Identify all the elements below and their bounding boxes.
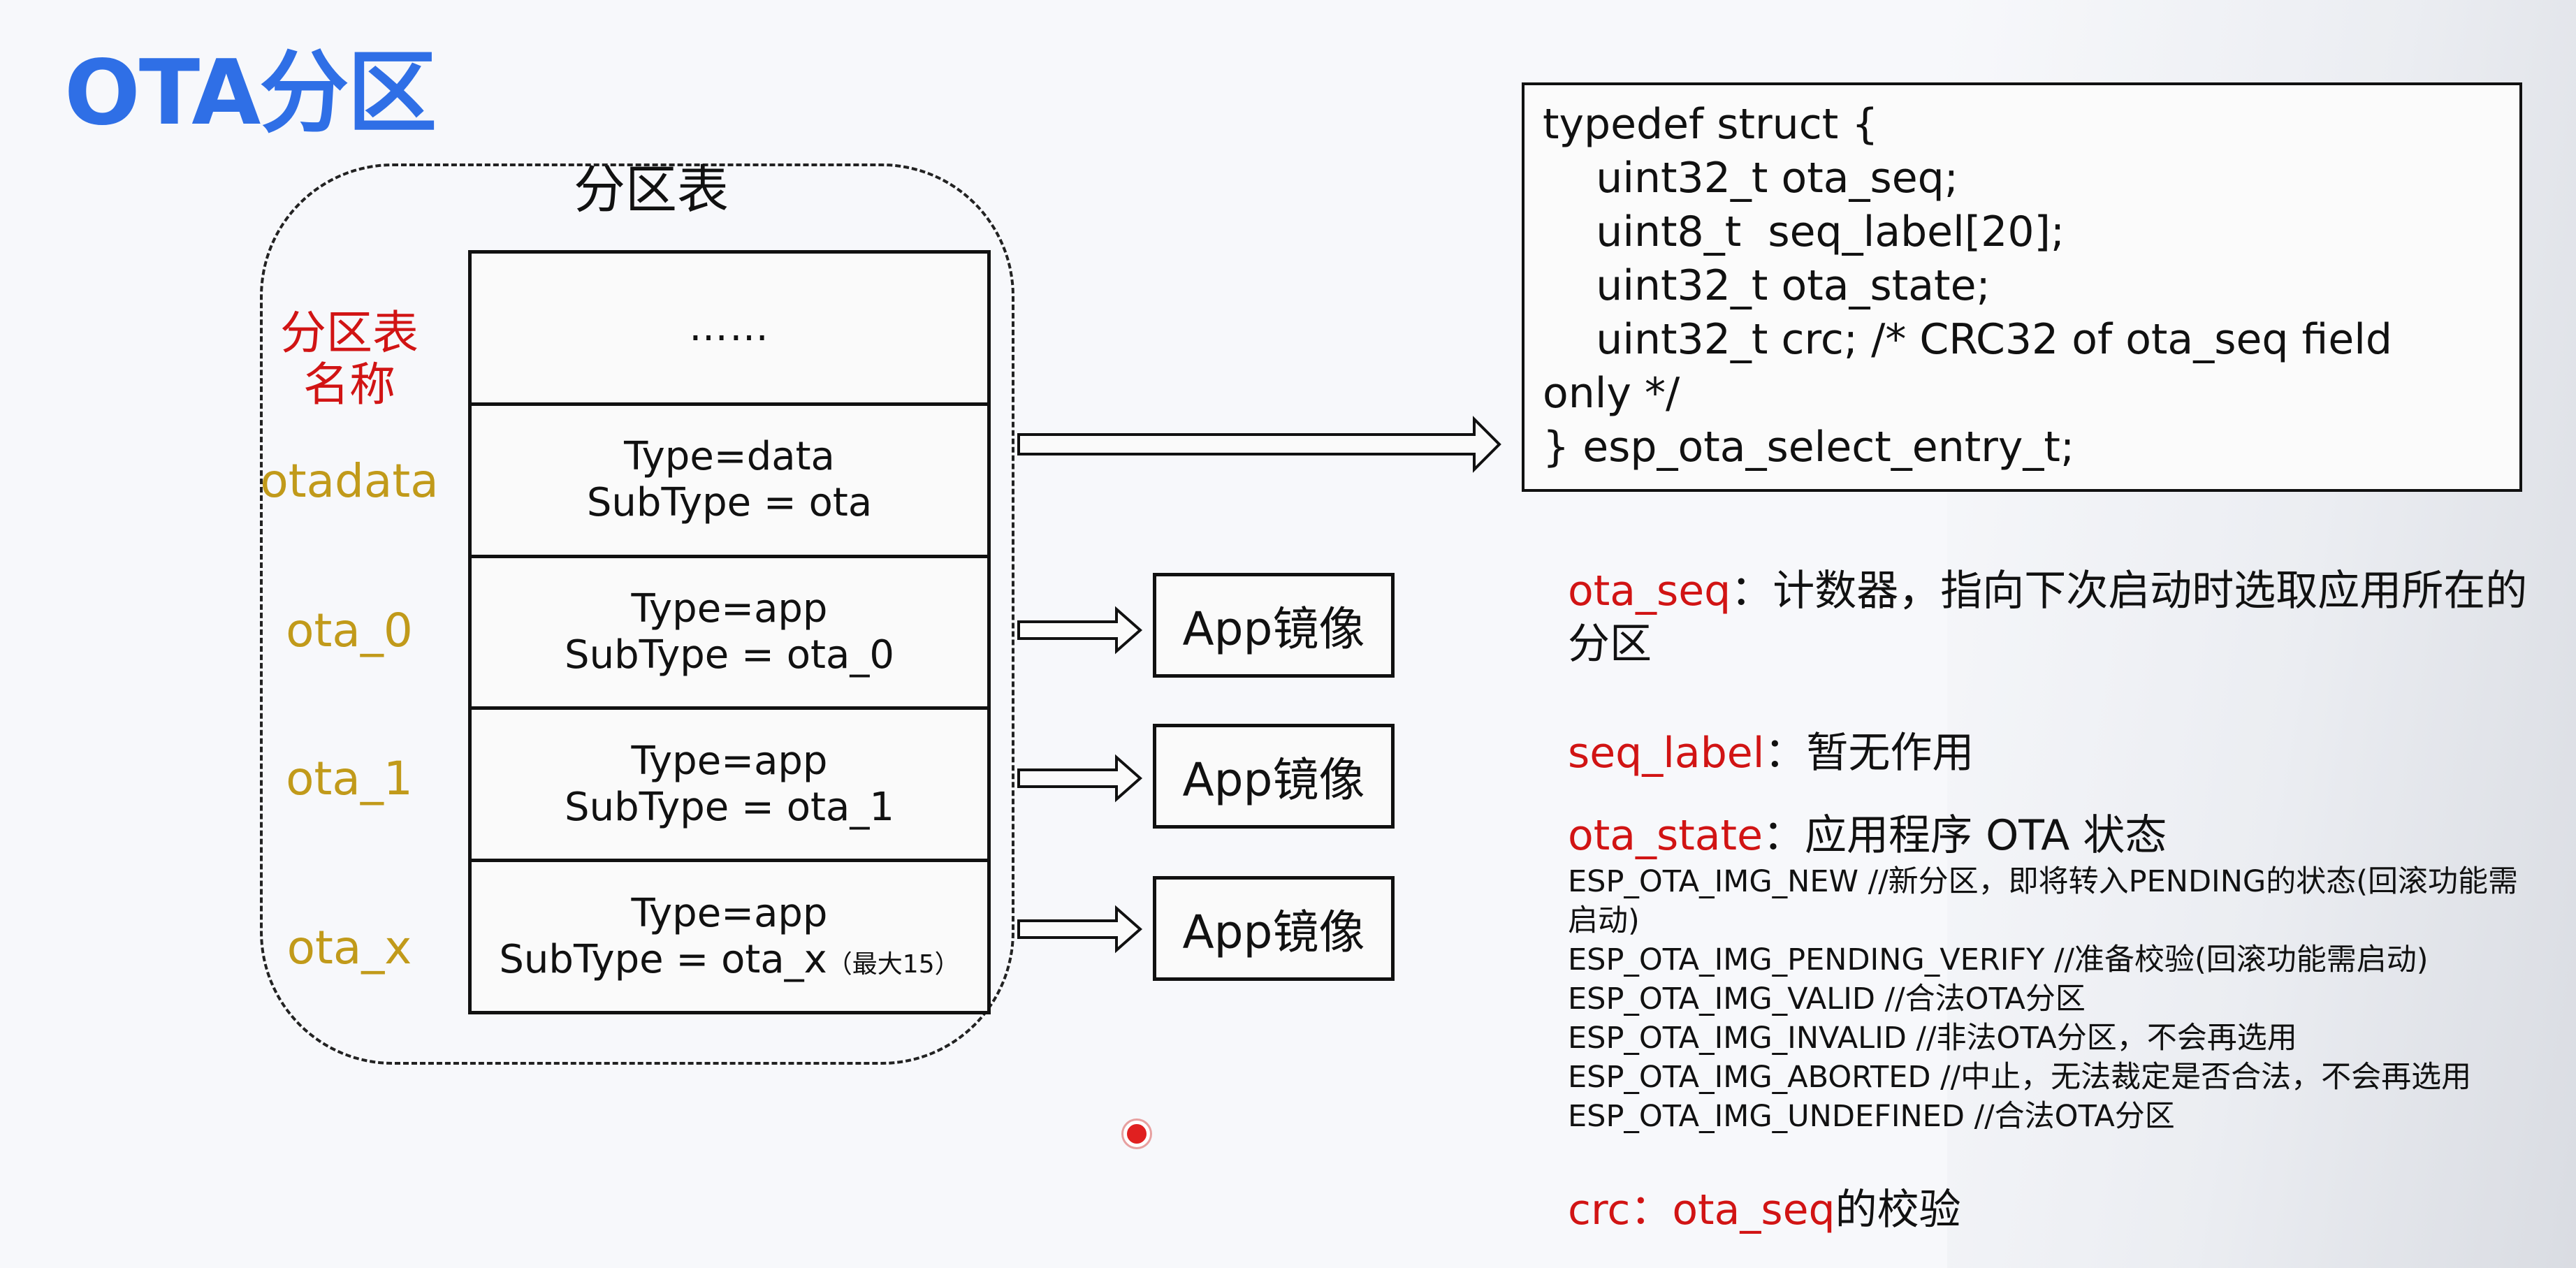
partition-table-frame	[260, 163, 1014, 1065]
ota-state-item: ESP_OTA_IMG_VALID //合法OTA分区	[1568, 982, 2086, 1016]
desc-ota-seq-name: ota_seq	[1568, 567, 1731, 615]
partition-table: …… Type=data SubType = ota Type=app SubT…	[468, 250, 991, 1014]
code-line: uint32_t crc; /* CRC32 of ota_seq field	[1543, 315, 2392, 364]
row-type: Type=app	[631, 585, 828, 632]
app-image-box-2: App镜像	[1153, 724, 1395, 829]
row-subtype: SubType = ota_0	[565, 632, 894, 678]
label-ota-0: ota_0	[286, 604, 413, 657]
desc-seq-label-text: ：暂无作用	[1764, 729, 1974, 778]
code-line: typedef struct {	[1543, 100, 1879, 149]
desc-ota-seq: ota_seq：计数器，指向下次启动时选取应用所在的分区	[1568, 564, 2546, 671]
desc-ota-state-name: ota_state	[1568, 811, 1763, 860]
ota-state-item: ESP_OTA_IMG_ABORTED //中止，无法裁定是否合法，不会再选用	[1568, 1060, 2472, 1095]
page-title: OTA分区	[64, 41, 437, 145]
row-type: Type=data	[624, 434, 835, 480]
table-row-ota-x: Type=app SubType = ota_x（最大15）	[472, 862, 987, 1011]
code-line: } esp_ota_select_entry_t;	[1543, 423, 2075, 472]
label-ota-x: ota_x	[286, 921, 412, 975]
code-line: uint8_t seq_label[20];	[1543, 207, 2065, 256]
desc-crc-field: ota_seq	[1672, 1186, 1835, 1234]
struct-definition-box: typedef struct { uint32_t ota_seq; uint8…	[1522, 82, 2522, 492]
code-line: uint32_t ota_state;	[1543, 261, 1991, 310]
code-line: uint32_t ota_seq;	[1543, 154, 1958, 203]
row-subtype: SubType = ota_1	[565, 784, 894, 830]
desc-ota-state-text: ：应用程序 OTA 状态	[1763, 811, 2167, 860]
recording-dot-icon	[1123, 1121, 1150, 1147]
desc-ota-seq-text: ：计数器，指向下次启动时选取应用所在的分区	[1568, 567, 2528, 669]
arrow-ota-1-to-app	[1017, 754, 1143, 803]
row-subtype-note: （最大15）	[827, 949, 960, 979]
table-row-ota-1: Type=app SubType = ota_1	[472, 710, 987, 863]
label-partition-name-line1: 分区表	[280, 306, 419, 360]
arrow-otadata-to-struct	[1017, 416, 1501, 473]
row-subtype: SubType = ota	[586, 480, 873, 526]
row-type: Type=app	[631, 890, 828, 936]
desc-crc-name: crc：	[1568, 1186, 1673, 1234]
app-image-box-1: App镜像	[1153, 573, 1395, 678]
table-row-ellipsis: ……	[472, 254, 987, 406]
label-partition-name: 分区表 名称	[259, 307, 440, 411]
app-image-box-3: App镜像	[1153, 876, 1395, 981]
desc-crc: crc：ota_seq的校验	[1568, 1183, 2546, 1237]
code-line: only */	[1543, 369, 1680, 418]
desc-ota-state: ota_state：应用程序 OTA 状态	[1568, 809, 2546, 862]
row-subtype-wrap: SubType = ota_x（最大15）	[499, 937, 959, 983]
ota-state-item: ESP_OTA_IMG_NEW //新分区，即将转入PENDING的状态(回滚功…	[1568, 864, 2519, 938]
row-type: Type=app	[631, 738, 828, 784]
ota-state-item: ESP_OTA_IMG_PENDING_VERIFY //准备校验(回滚功能需启…	[1568, 942, 2429, 977]
arrow-ota-0-to-app	[1017, 606, 1143, 655]
partition-table-caption: 分区表	[574, 160, 729, 220]
row-ellipsis-text: ……	[689, 305, 770, 351]
arrow-ota-x-to-app	[1017, 905, 1143, 954]
table-row-otadata: Type=data SubType = ota	[472, 406, 987, 558]
desc-seq-label: seq_label：暂无作用	[1568, 727, 2546, 780]
label-otadata: otadata	[260, 454, 439, 508]
label-ota-1: ota_1	[286, 752, 413, 806]
desc-crc-text: 的校验	[1835, 1186, 1961, 1234]
table-row-ota-0: Type=app SubType = ota_0	[472, 558, 987, 710]
desc-seq-label-name: seq_label	[1568, 729, 1765, 778]
row-subtype: SubType = ota_x	[499, 936, 827, 982]
ota-state-list: ESP_OTA_IMG_NEW //新分区，即将转入PENDING的状态(回滚功…	[1568, 862, 2532, 1136]
ota-state-item: ESP_OTA_IMG_UNDEFINED //合法OTA分区	[1568, 1099, 2175, 1134]
label-partition-name-line2: 名称	[303, 357, 395, 411]
ota-state-item: ESP_OTA_IMG_INVALID //非法OTA分区，不会再选用	[1568, 1021, 2297, 1056]
